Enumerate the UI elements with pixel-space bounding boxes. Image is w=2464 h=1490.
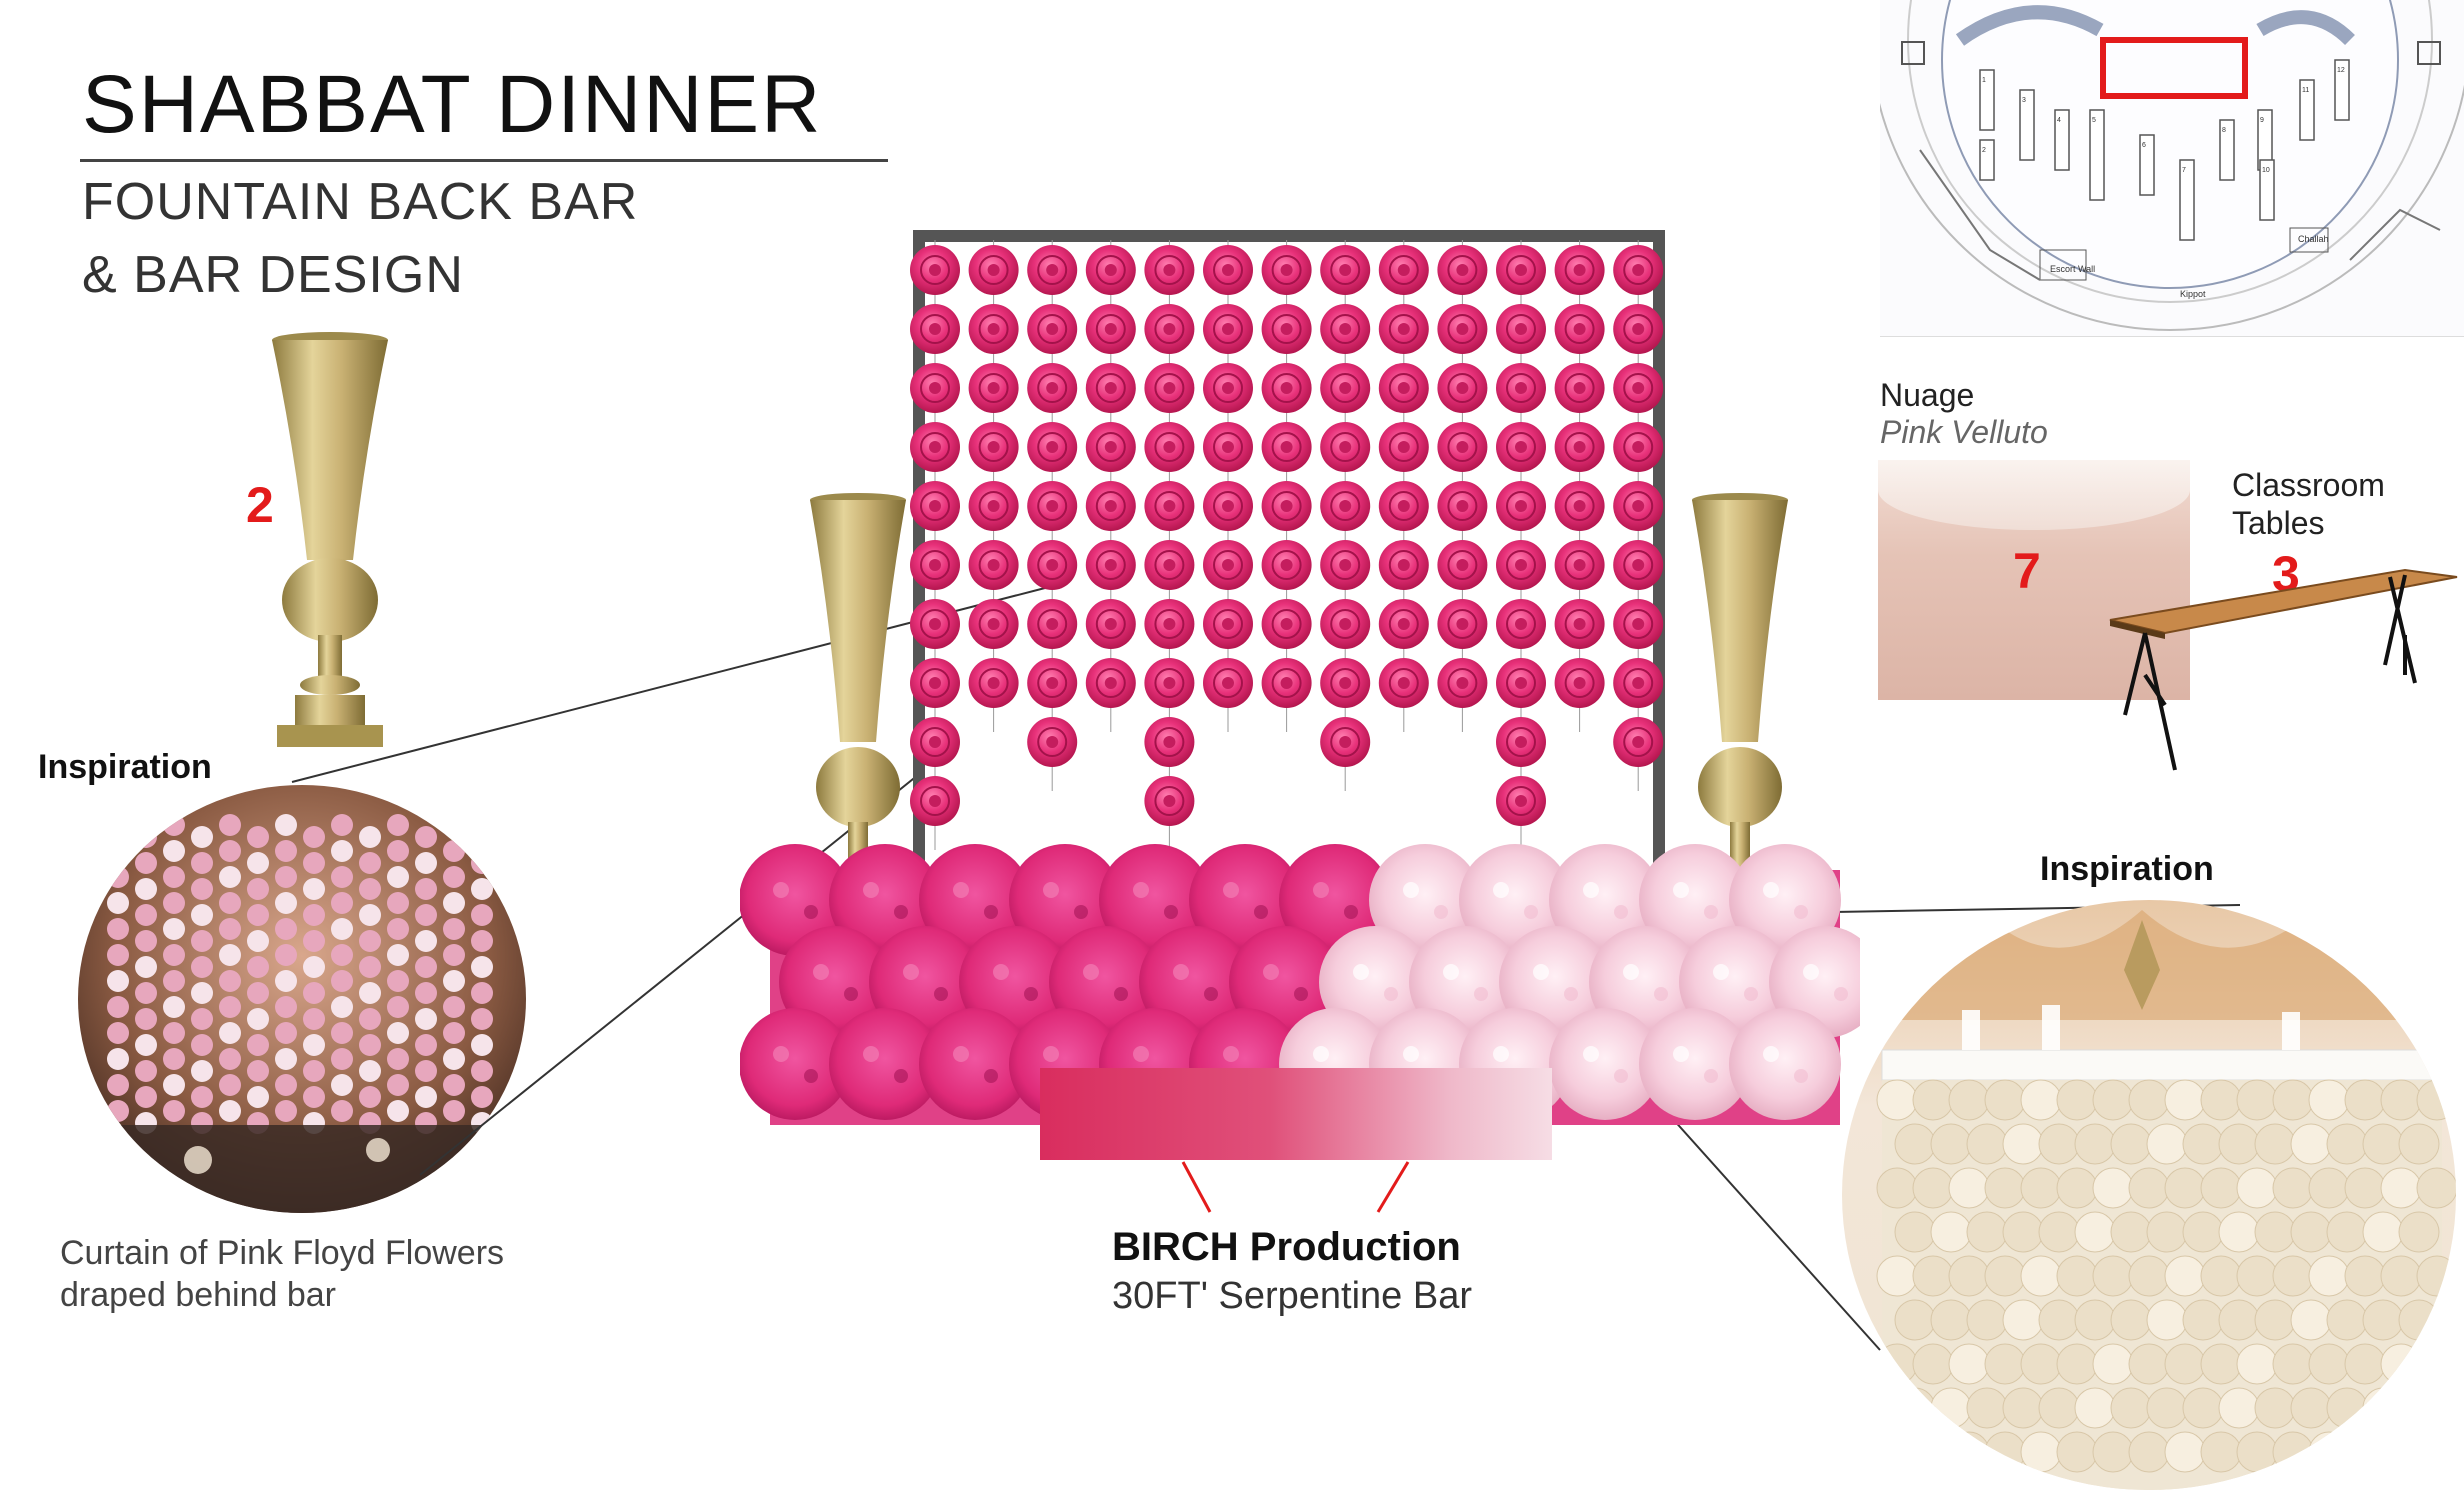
table-type-line1: Classroom bbox=[2232, 467, 2385, 503]
floorplan-table-number: 1 bbox=[1982, 77, 1986, 84]
title-divider bbox=[80, 159, 888, 162]
vase-quantity: 2 bbox=[246, 477, 274, 533]
page-subtitle-line1: FOUNTAIN BACK BAR bbox=[82, 173, 639, 231]
linen-tabletop bbox=[1878, 460, 2190, 530]
floorplan-table-number: 9 bbox=[2260, 117, 2264, 124]
left-inspiration-caption-line2: draped behind bar bbox=[60, 1276, 337, 1314]
floorplan-label-escort: Escort Wall bbox=[2050, 264, 2095, 274]
flower-bar-inspiration-photo bbox=[1842, 900, 2456, 1490]
left-inspiration-caption-line1: Curtain of Pink Floyd Flowers bbox=[60, 1234, 505, 1272]
floorplan-table-number: 11 bbox=[2302, 87, 2309, 94]
floorplan-label-kippot: Kippot bbox=[2180, 289, 2206, 299]
back-bar-rendering bbox=[740, 230, 1860, 1125]
floorplan-table-number: 5 bbox=[2092, 117, 2096, 124]
serpentine-bar-swatch bbox=[1040, 1068, 1552, 1160]
floorplan-table-number: 10 bbox=[2262, 167, 2270, 174]
bar-description: 30FT' Serpentine Bar bbox=[1112, 1275, 1472, 1317]
floorplan-label-challah: Challah bbox=[2298, 234, 2329, 244]
linen-quantity: 7 bbox=[2013, 543, 2041, 599]
page-subtitle-line2: & BAR DESIGN bbox=[82, 246, 464, 304]
classroom-table-image bbox=[2109, 568, 2458, 771]
bar-vendor-name: BIRCH Production bbox=[1112, 1225, 1461, 1269]
linen-color: Pink Velluto bbox=[1880, 414, 2048, 450]
right-inspiration-heading: Inspiration bbox=[2040, 850, 2214, 888]
left-inspiration-heading: Inspiration bbox=[38, 748, 212, 786]
gold-vase-image bbox=[272, 332, 388, 747]
floorplan-table-number: 8 bbox=[2222, 127, 2226, 134]
floorplan-table-number: 7 bbox=[2182, 167, 2186, 174]
table-type-line2: Tables bbox=[2232, 505, 2325, 541]
floorplan-table-number: 12 bbox=[2337, 67, 2345, 74]
floorplan-table-number: 3 bbox=[2022, 97, 2026, 104]
page-title: SHABBAT DINNER bbox=[82, 59, 823, 150]
linen-name: Nuage bbox=[1880, 377, 1975, 413]
floorplan-table-number: 6 bbox=[2142, 142, 2146, 149]
floorplan-table-number: 2 bbox=[1982, 147, 1986, 154]
floorplan-table-number: 4 bbox=[2057, 117, 2061, 124]
